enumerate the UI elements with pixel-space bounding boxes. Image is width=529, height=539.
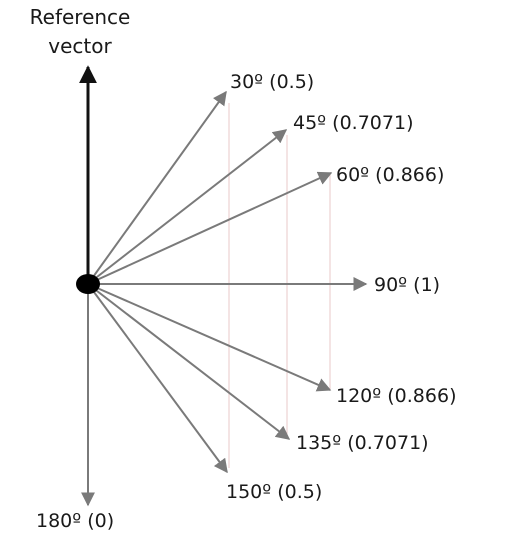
vector-label-60: 60º (0.866) — [336, 164, 444, 186]
vector-label-30: 30º (0.5) — [230, 71, 314, 93]
vector-label-180: 180º (0) — [36, 510, 114, 532]
vector-arrow-120 — [87, 283, 332, 392]
origin-point — [76, 274, 100, 294]
vector-arrow-135 — [87, 283, 291, 440]
projection-lines — [228, 103, 331, 468]
vector-arrow-30 — [87, 90, 227, 285]
vector-label-135: 135º (0.7071) — [296, 432, 429, 454]
vector-label-150: 150º (0.5) — [226, 481, 322, 503]
vector-arrow-45 — [87, 129, 288, 285]
vector-arrows — [81, 90, 368, 507]
reference-label-line1: Reference — [30, 5, 131, 29]
vector-labels: 30º (0.5) 45º (0.7071) 60º (0.866) 90º (… — [36, 71, 456, 532]
vector-arrow-60 — [87, 171, 333, 285]
vector-arrow-150 — [87, 283, 228, 474]
vector-label-45: 45º (0.7071) — [293, 112, 413, 134]
vector-label-120: 120º (0.866) — [336, 385, 456, 407]
reference-label-line2: vector — [48, 34, 112, 58]
vector-label-90: 90º (1) — [374, 274, 440, 296]
